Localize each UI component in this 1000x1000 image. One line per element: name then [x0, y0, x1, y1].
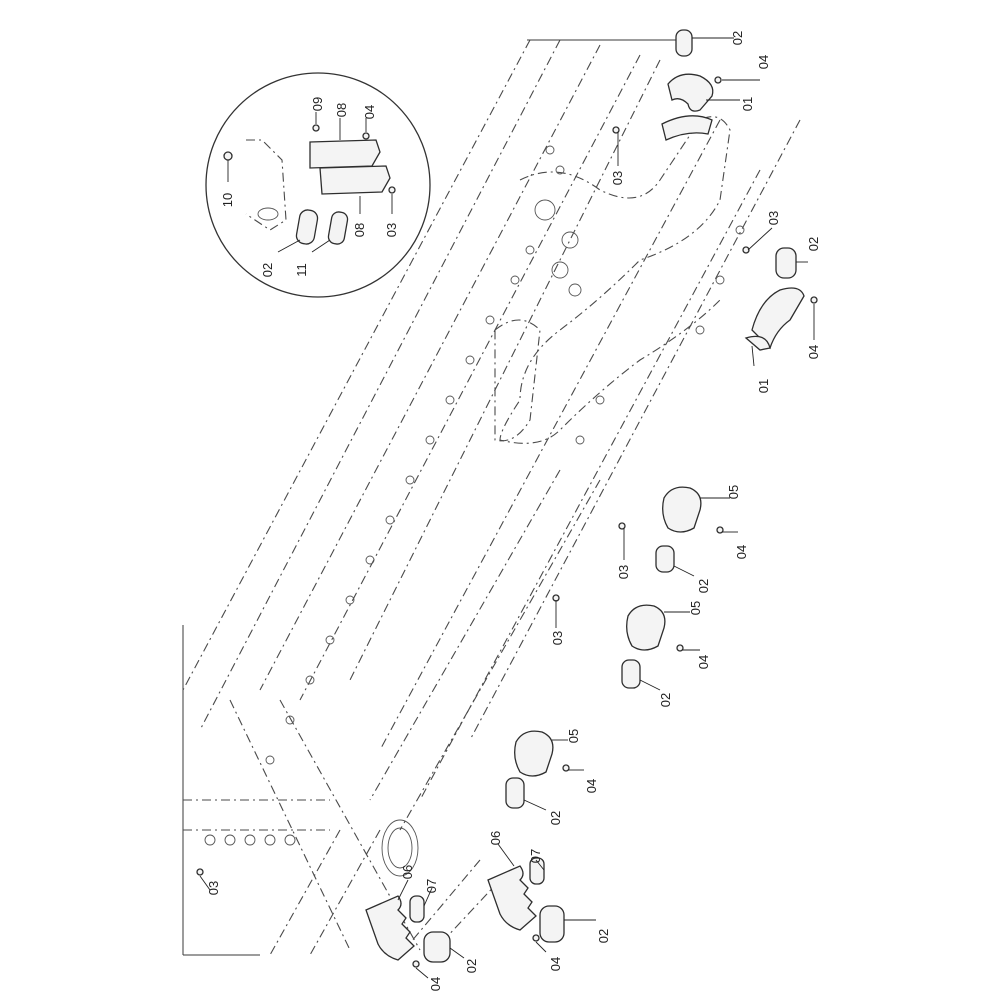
bushing-02	[539, 905, 565, 943]
callout-label: 02	[696, 579, 711, 593]
callout-label: 02	[260, 263, 275, 277]
clamp-assembly-05-a	[618, 486, 724, 573]
callout-label: 10	[220, 193, 235, 207]
callout-label: 03	[206, 881, 221, 895]
callout-label: 01	[756, 379, 771, 393]
bolt-03	[618, 522, 626, 530]
nut-04	[412, 960, 420, 968]
clamp-05	[662, 486, 702, 533]
clamp-01	[751, 287, 805, 350]
nut-04	[716, 526, 724, 534]
leader-lines	[199, 37, 815, 979]
callout-label: 02	[596, 929, 611, 943]
clamp-06	[365, 895, 415, 961]
callout-label: 04	[756, 55, 771, 69]
bracket-08-upper	[309, 139, 381, 169]
callout-label: 07	[528, 849, 543, 863]
clamp-plate-01	[744, 335, 771, 351]
nut-04	[532, 934, 540, 942]
callout-labels: 02 04 01 03 03 02 04 01 05 04 03 02 05 04 02 03 05 04 02 06…	[206, 31, 821, 991]
cross-member	[381, 116, 731, 877]
nut-04	[810, 296, 818, 304]
screw-09	[312, 124, 320, 132]
frame-lines	[182, 39, 680, 956]
callout-label: 04	[806, 345, 821, 359]
callout-label: 05	[726, 485, 741, 499]
callout-label: 02	[730, 31, 745, 45]
pin-07	[409, 895, 425, 923]
bushing-02	[655, 545, 675, 573]
bracket-08-lower	[319, 165, 391, 195]
bushing-02	[295, 209, 319, 245]
callout-label: 08	[352, 223, 367, 237]
callout-label: 05	[688, 601, 703, 615]
nut-04	[714, 76, 722, 84]
frame-holes	[204, 145, 745, 846]
callout-label: 05	[566, 729, 581, 743]
callout-label: 09	[310, 97, 325, 111]
callout-label: 02	[464, 959, 479, 973]
clamp-assembly-06-a	[487, 857, 565, 943]
callout-label: 02	[658, 693, 673, 707]
callout-label: 06	[400, 865, 415, 879]
nut-10	[223, 151, 233, 161]
bolt-03	[196, 868, 204, 876]
bushing-02	[675, 29, 693, 57]
callout-label: 07	[424, 879, 439, 893]
bolt-03	[388, 186, 396, 194]
callout-label: 04	[696, 655, 711, 669]
callout-label: 03	[384, 223, 399, 237]
chassis-frame	[182, 39, 801, 956]
callout-label: 02	[806, 237, 821, 251]
callout-label: 03	[766, 211, 781, 225]
clamp-assembly-right	[742, 246, 818, 351]
clamp-05	[514, 730, 554, 777]
callout-label: 01	[740, 97, 755, 111]
clamp-05	[626, 604, 666, 651]
callout-label: 03	[610, 171, 625, 185]
callout-label: 08	[334, 103, 349, 117]
clamp-06	[487, 865, 537, 931]
bolt-03	[612, 126, 620, 134]
pin-07	[529, 857, 545, 885]
callout-label: 04	[584, 779, 599, 793]
detail-view	[205, 72, 431, 298]
bushing-02	[621, 659, 641, 689]
nut-04	[362, 132, 370, 140]
callout-label: 11	[294, 263, 309, 277]
callout-label: 04	[734, 545, 749, 559]
callout-label: 04	[428, 977, 443, 991]
bushing-02	[423, 931, 451, 963]
callout-label: 03	[616, 565, 631, 579]
bushing-02	[775, 247, 797, 279]
clamp-01	[667, 73, 714, 112]
clamp-assembly-05-b	[552, 594, 684, 689]
callout-label: 02	[548, 811, 563, 825]
clamp-assembly-05-c	[505, 730, 570, 809]
clamp-assembly-06-b	[365, 895, 451, 968]
callout-label: 04	[548, 957, 563, 971]
nut-04	[676, 644, 684, 652]
callout-label: 03	[550, 631, 565, 645]
sleeve-11	[327, 211, 349, 245]
callout-label: 04	[362, 105, 377, 119]
clamp-plate-01	[661, 115, 713, 141]
bolt-03	[742, 246, 750, 254]
callout-label: 06	[488, 831, 503, 845]
clamp-assembly-top	[612, 29, 722, 141]
nut-04	[562, 764, 570, 772]
bushing-02	[505, 777, 525, 809]
